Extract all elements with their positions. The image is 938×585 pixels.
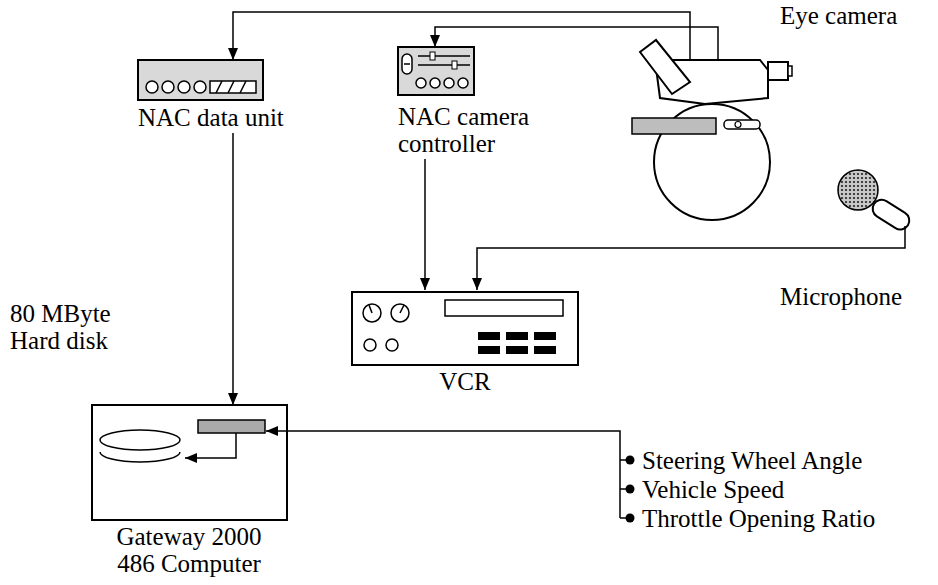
computer-node: Gateway 2000 486 Computer: [92, 405, 287, 520]
hard-disk-symbol: [100, 430, 180, 450]
device-housing: [352, 292, 578, 365]
eye-camera-headgear: [632, 40, 792, 220]
device-housing: [398, 47, 474, 95]
internal-arrow: [185, 433, 236, 458]
camera-controller-device: [398, 47, 474, 95]
signal-name: Throttle Opening Ratio: [642, 505, 875, 532]
signal-connector: [424, 159, 426, 290]
microphone-picture: [838, 170, 913, 233]
signal-name: Vehicle Speed: [642, 476, 784, 503]
vcr-device: [352, 292, 578, 365]
device-label: VCR: [350, 368, 580, 395]
eye-camera-node: Eye camera: [620, 60, 792, 222]
device-label: NAC camera controller: [398, 103, 538, 157]
signal-connector: [233, 12, 690, 60]
device-label: Eye camera: [780, 2, 897, 29]
device-label: Microphone: [780, 283, 902, 310]
data-unit-device: [138, 60, 263, 100]
signal-connector: [435, 27, 718, 60]
signal-name: Steering Wheel Angle: [642, 447, 862, 474]
part-label: 80 MByte Hard disk: [10, 300, 130, 354]
data-unit-node: NAC data unit: [136, 60, 294, 133]
signal-connector: [232, 133, 234, 405]
signal-wires: [266, 431, 635, 523]
signal-connector: [477, 226, 905, 290]
computer-housing: [92, 405, 287, 520]
vcr-node: VCR: [350, 290, 580, 397]
device-label: Gateway 2000 486 Computer: [109, 523, 269, 577]
device-housing: [138, 60, 263, 100]
camera-controller-node: NAC camera controller: [396, 47, 510, 159]
device-label: NAC data unit: [138, 104, 284, 131]
microphone-node: Microphone: [835, 168, 920, 226]
interface-board: [198, 420, 265, 433]
